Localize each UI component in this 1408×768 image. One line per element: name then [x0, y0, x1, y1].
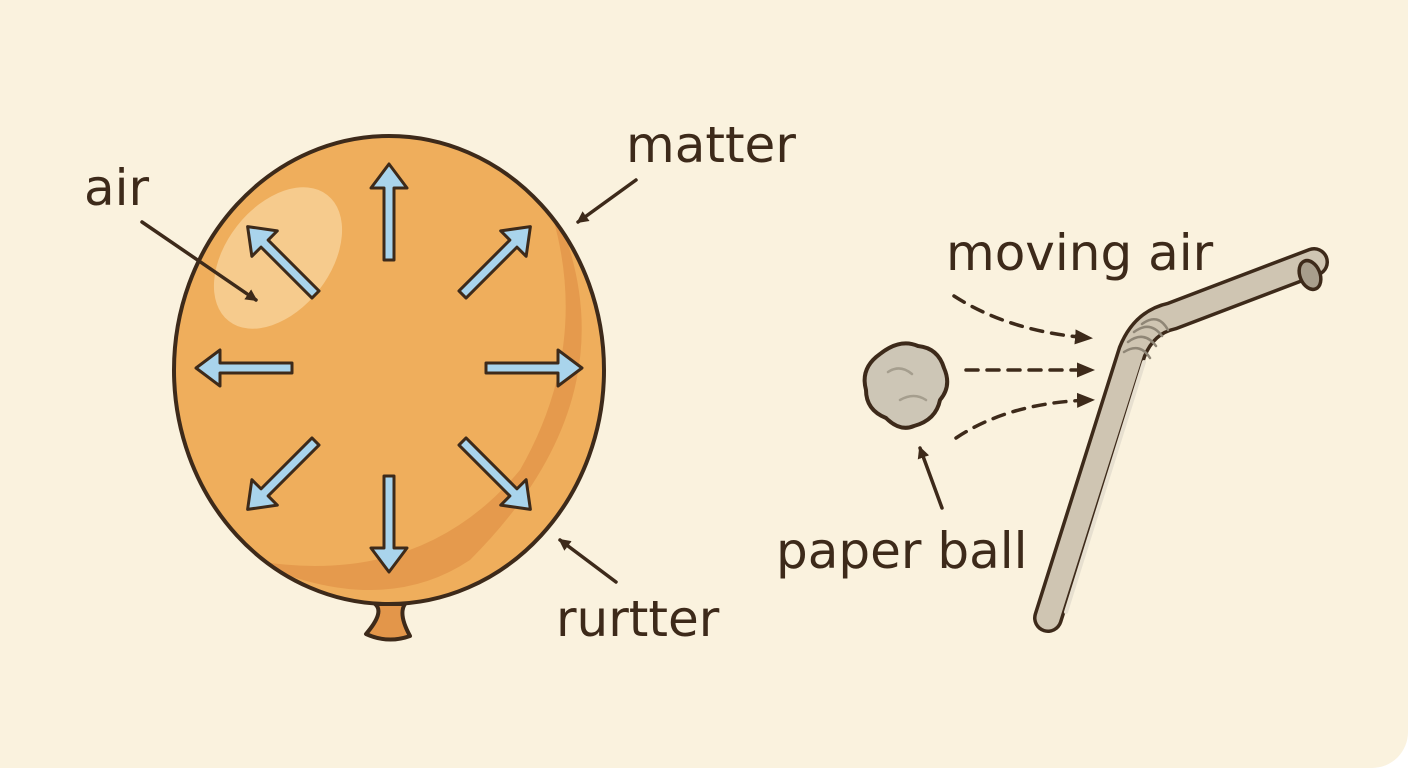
- label-rurtter: rurtter: [556, 590, 720, 648]
- arrow-icon-right: [484, 348, 584, 388]
- dashed-arrow-icon-top: [952, 294, 1093, 345]
- arrow-icon-left: [194, 348, 294, 388]
- label-pointers: [140, 178, 944, 584]
- arrow-icon-up-right: [457, 225, 532, 300]
- arrow-icon-up: [369, 162, 409, 262]
- paper-ball: [862, 341, 950, 430]
- straw-opening: [1297, 258, 1323, 292]
- label-paper-ball: paper ball: [776, 522, 1028, 580]
- pointer-arrow-icon-air: [140, 220, 258, 302]
- airflow-arrows: [952, 294, 1095, 440]
- label-moving-air: moving air: [946, 224, 1214, 282]
- label-air: air: [84, 159, 150, 217]
- pointer-arrow-icon-paper-ball: [917, 446, 944, 510]
- pointer-arrow-icon-rurtter: [558, 538, 618, 584]
- arrow-icon-down: [369, 474, 409, 574]
- arrow-icon-down-left: [246, 436, 321, 511]
- pointer-arrow-icon-matter: [576, 178, 638, 224]
- arrow-icon-down-right: [457, 436, 532, 511]
- label-matter: matter: [626, 116, 796, 174]
- arrow-icon-up-left: [246, 225, 321, 300]
- pressure-arrows: [194, 162, 584, 574]
- balloon-knot: [364, 602, 412, 642]
- dashed-arrow-icon-bottom: [954, 392, 1095, 440]
- straw: [1033, 247, 1329, 633]
